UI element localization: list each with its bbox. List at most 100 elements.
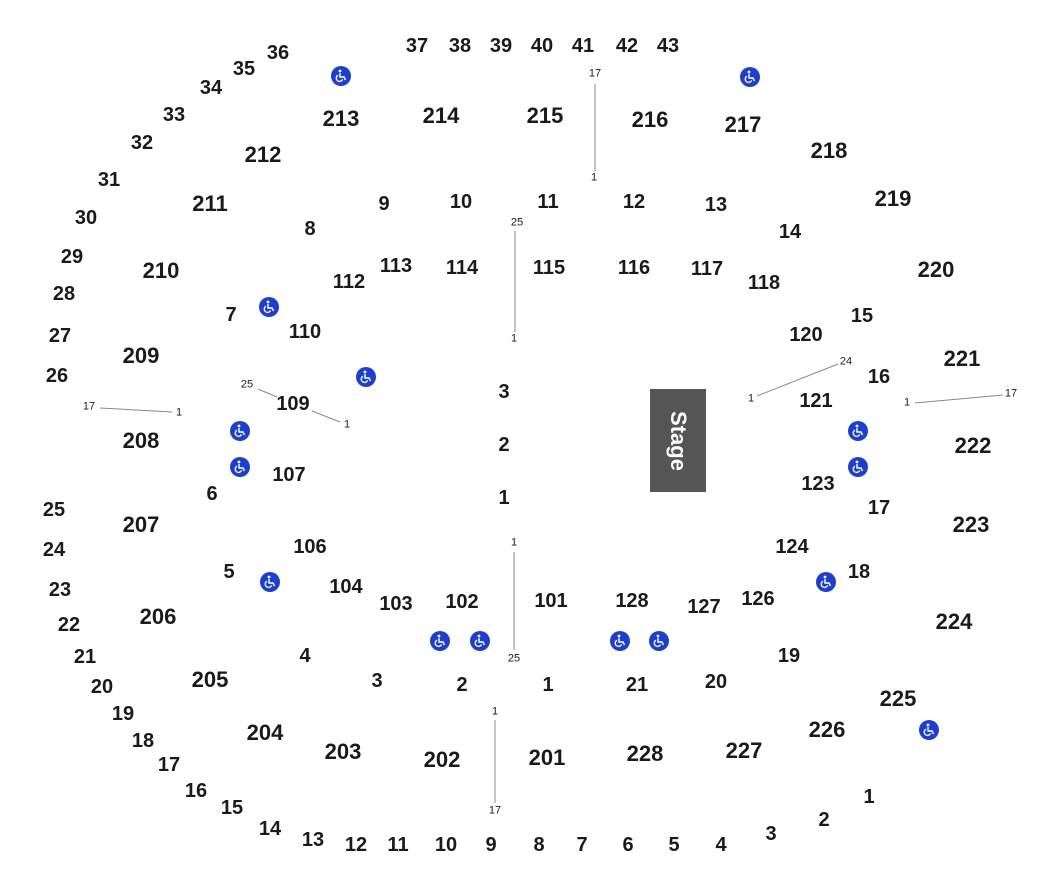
- section-200-label[interactable]: 217: [724, 112, 762, 137]
- inner-row-label[interactable]: 8: [304, 218, 316, 240]
- outer-row-label[interactable]: 13: [301, 829, 325, 851]
- outer-row-label[interactable]: 11: [387, 834, 409, 856]
- outer-row-label[interactable]: 19: [111, 703, 135, 725]
- section-100-label[interactable]: 102: [445, 591, 479, 613]
- section-200-label[interactable]: 219: [874, 186, 912, 211]
- wheelchair-icon[interactable]: [848, 421, 868, 441]
- section-200-label[interactable]: 212: [244, 142, 282, 167]
- inner-row-label[interactable]: 7: [225, 304, 237, 326]
- section-200-label[interactable]: 216: [631, 107, 669, 132]
- outer-row-label[interactable]: 4: [715, 834, 727, 856]
- outer-row-label[interactable]: 16: [184, 780, 208, 802]
- outer-row-label[interactable]: 3: [765, 823, 777, 845]
- outer-row-label[interactable]: 30: [74, 207, 98, 229]
- outer-row-label[interactable]: 17: [157, 754, 181, 776]
- inner-row-label[interactable]: 12: [622, 191, 646, 213]
- inner-row-label[interactable]: 6: [206, 483, 218, 505]
- section-200-label[interactable]: 226: [808, 717, 846, 742]
- section-200-label[interactable]: 221: [943, 346, 981, 371]
- section-200-label[interactable]: 222: [954, 433, 992, 458]
- section-100-label[interactable]: 126: [741, 588, 775, 610]
- section-100-label[interactable]: 104: [329, 576, 363, 598]
- floor-row-label[interactable]: 3: [498, 381, 510, 403]
- outer-row-label[interactable]: 24: [42, 539, 66, 561]
- section-200-label[interactable]: 204: [246, 720, 284, 745]
- floor-row-label[interactable]: 1: [498, 487, 510, 509]
- section-200-label[interactable]: 203: [324, 739, 362, 764]
- inner-row-label[interactable]: 3: [371, 670, 383, 692]
- outer-row-label[interactable]: 42: [615, 35, 639, 57]
- section-200-label[interactable]: 223: [952, 512, 990, 537]
- section-100-label[interactable]: 117: [690, 258, 724, 280]
- outer-row-label[interactable]: 1: [863, 786, 875, 808]
- section-100-label[interactable]: 115: [532, 257, 566, 279]
- section-100-label[interactable]: 113: [379, 255, 413, 277]
- section-200-label[interactable]: 220: [917, 257, 955, 282]
- section-100-label[interactable]: 127: [687, 596, 721, 618]
- section-200-label[interactable]: 201: [528, 745, 566, 770]
- outer-row-label[interactable]: 39: [489, 35, 513, 57]
- section-200-label[interactable]: 213: [322, 106, 360, 131]
- inner-row-label[interactable]: 20: [704, 671, 728, 693]
- section-100-label[interactable]: 123: [801, 473, 835, 495]
- inner-row-label[interactable]: 2: [456, 674, 468, 696]
- outer-row-label[interactable]: 22: [57, 614, 81, 636]
- section-200-label[interactable]: 207: [122, 512, 160, 537]
- wheelchair-icon[interactable]: [230, 457, 250, 477]
- wheelchair-icon[interactable]: [260, 572, 280, 592]
- floor-row-label[interactable]: 2: [498, 434, 510, 456]
- wheelchair-icon[interactable]: [430, 631, 450, 651]
- inner-row-label[interactable]: 13: [704, 194, 728, 216]
- section-200-label[interactable]: 206: [139, 604, 177, 629]
- wheelchair-icon[interactable]: [919, 720, 939, 740]
- wheelchair-icon[interactable]: [470, 631, 490, 651]
- outer-row-label[interactable]: 32: [130, 132, 154, 154]
- outer-row-label[interactable]: 33: [162, 104, 186, 126]
- outer-row-label[interactable]: 26: [45, 365, 69, 387]
- wheelchair-icon[interactable]: [848, 457, 868, 477]
- outer-row-label[interactable]: 31: [97, 169, 121, 191]
- inner-row-label[interactable]: 18: [847, 561, 871, 583]
- outer-row-label[interactable]: 35: [232, 58, 256, 80]
- wheelchair-icon[interactable]: [816, 572, 836, 592]
- outer-row-label[interactable]: 5: [668, 834, 680, 856]
- outer-row-label[interactable]: 38: [448, 35, 472, 57]
- outer-row-label[interactable]: 23: [48, 579, 72, 601]
- section-100-label[interactable]: 118: [747, 272, 781, 294]
- section-100-label[interactable]: 101: [534, 590, 568, 612]
- section-100-label[interactable]: 112: [332, 271, 366, 293]
- outer-row-label[interactable]: 25: [42, 499, 66, 521]
- outer-row-label[interactable]: 12: [344, 834, 368, 856]
- wheelchair-icon[interactable]: [740, 67, 760, 87]
- section-100-label[interactable]: 124: [775, 536, 809, 558]
- section-200-label[interactable]: 205: [191, 667, 229, 692]
- outer-row-label[interactable]: 21: [73, 646, 97, 668]
- section-200-label[interactable]: 215: [526, 103, 564, 128]
- section-100-label[interactable]: 107: [272, 464, 306, 486]
- inner-row-label[interactable]: 9: [378, 193, 390, 215]
- section-200-label[interactable]: 202: [423, 747, 461, 772]
- section-200-label[interactable]: 225: [879, 686, 917, 711]
- outer-row-label[interactable]: 2: [818, 809, 830, 831]
- outer-row-label[interactable]: 10: [434, 834, 458, 856]
- section-100-label[interactable]: 114: [445, 257, 479, 279]
- outer-row-label[interactable]: 8: [533, 834, 545, 856]
- section-100-label[interactable]: 109: [276, 393, 310, 415]
- section-200-label[interactable]: 218: [810, 138, 848, 163]
- outer-row-label[interactable]: 28: [52, 283, 76, 305]
- section-200-label[interactable]: 208: [122, 428, 160, 453]
- outer-row-label[interactable]: 43: [656, 35, 680, 57]
- wheelchair-icon[interactable]: [649, 631, 669, 651]
- outer-row-label[interactable]: 40: [530, 35, 554, 57]
- section-100-label[interactable]: 116: [617, 257, 651, 279]
- inner-row-label[interactable]: 4: [299, 645, 311, 667]
- outer-row-label[interactable]: 18: [131, 730, 155, 752]
- outer-row-label[interactable]: 14: [258, 818, 282, 840]
- outer-row-label[interactable]: 20: [90, 676, 114, 698]
- inner-row-label[interactable]: 15: [850, 305, 874, 327]
- outer-row-label[interactable]: 36: [266, 42, 290, 64]
- outer-row-label[interactable]: 27: [48, 325, 72, 347]
- inner-row-label[interactable]: 21: [625, 674, 649, 696]
- section-100-label[interactable]: 106: [293, 536, 327, 558]
- inner-row-label[interactable]: 1: [542, 674, 554, 696]
